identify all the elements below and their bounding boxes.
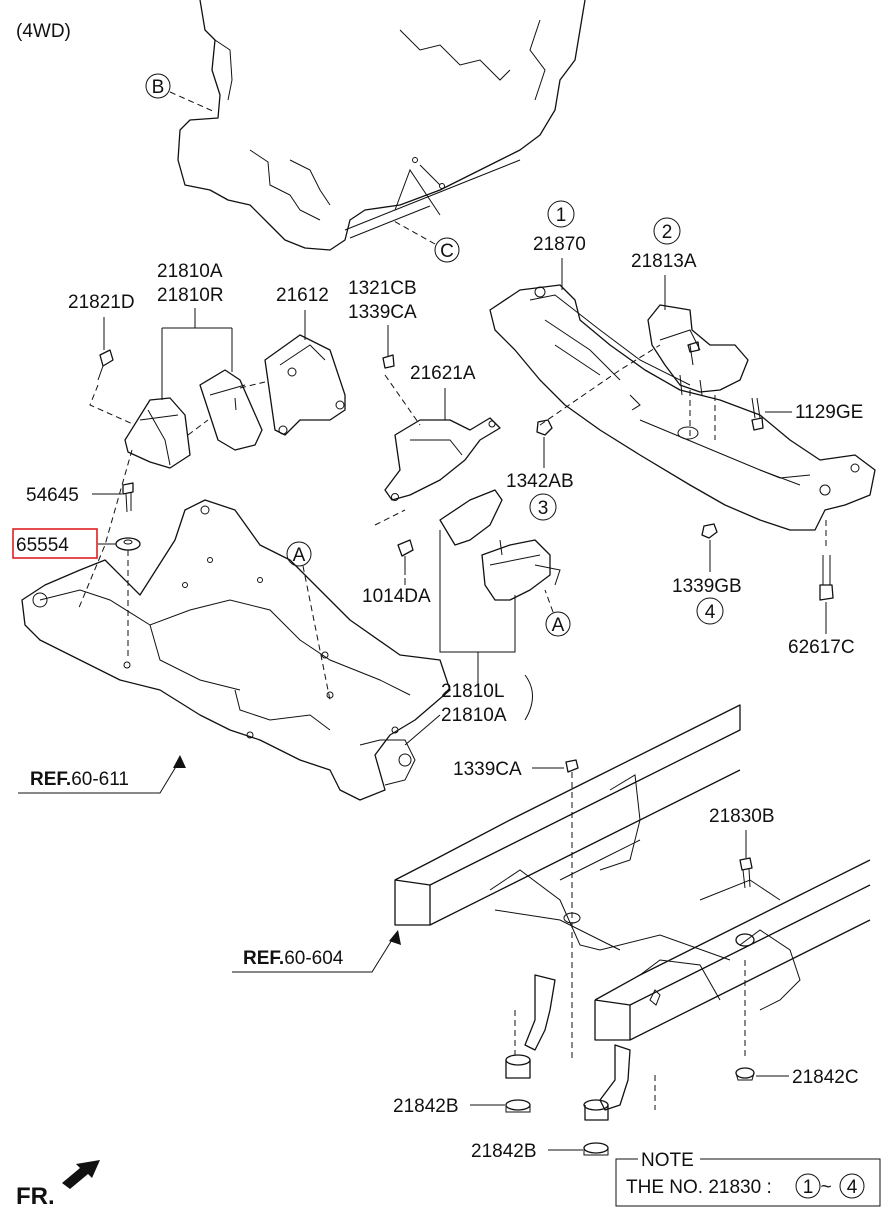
bolt-1129GE: [751, 397, 764, 431]
crossmember-21870: [489, 284, 876, 531]
svg-text:REF.60-611: REF.60-611: [30, 769, 129, 790]
ref2-prefix: REF.: [243, 948, 284, 969]
circle-2-label: 2: [662, 222, 673, 243]
bolt-1014DA: [397, 539, 414, 575]
ref-60-611: REF.60-611: [18, 755, 186, 794]
callout-a-left: A: [286, 541, 331, 701]
engine-transmission-outline: [177, 0, 586, 251]
label-21842B-2: 21842B: [471, 1141, 537, 1162]
engine-mount-left: [124, 310, 346, 469]
callout-b-label: B: [152, 77, 165, 98]
subframe-crossmember: [21, 499, 451, 801]
callout-a-center: A: [544, 589, 571, 637]
mount-insulator-21810L: [439, 489, 561, 601]
arrow-icon: [62, 1160, 100, 1189]
bolt-1339CA-bottom: [565, 759, 579, 1060]
note-box: NOTE THE NO. 21830 : 1 ~ 4: [615, 1150, 881, 1207]
bolt-21821D: [89, 349, 136, 426]
callout-c: C: [391, 219, 460, 263]
front-label: FR.: [16, 1183, 55, 1210]
label-21870: 21870: [533, 234, 586, 255]
label-21842B-1: 21842B: [393, 1096, 459, 1117]
variant-label: (4WD): [16, 21, 71, 42]
circle-3-label: 3: [538, 498, 549, 519]
label-62617C: 62617C: [788, 637, 855, 658]
mount-bracket-21621A: [374, 354, 501, 526]
bolt-54645: [122, 482, 134, 513]
note-title: NOTE: [641, 1150, 694, 1171]
nut-1339GB: [701, 523, 718, 539]
label-1014DA: 1014DA: [362, 586, 431, 607]
label-21821D: 21821D: [68, 292, 135, 313]
frame-rails: [394, 704, 871, 1041]
label-1321CB: 1321CB: [348, 278, 417, 299]
bracket-21810L: [439, 530, 516, 653]
label-21621A: 21621A: [410, 363, 476, 384]
bolt-21830B: [739, 857, 753, 889]
callout-circle-2: 2: [653, 217, 681, 245]
bushing-21842C: [735, 1067, 755, 1081]
ref2-code: 60-604: [284, 948, 344, 969]
callout-c-label: C: [440, 241, 454, 262]
front-direction-indicator: FR.: [16, 1160, 100, 1210]
circle-1-label: 1: [556, 205, 567, 226]
callout-circle-4: 4: [696, 597, 724, 625]
ref1-code: 60-611: [71, 769, 129, 790]
label-1339CA-bottom: 1339CA: [453, 759, 522, 780]
label-1342AB: 1342AB: [506, 471, 574, 492]
bushing-21842B-upper: [505, 1054, 531, 1113]
label-1339GB: 1339GB: [672, 576, 742, 597]
label-54645: 54645: [26, 485, 79, 506]
note-range-sep: ~: [820, 1177, 831, 1198]
callout-a-center-label: A: [552, 615, 565, 636]
label-21810A-bottom: 21810A: [441, 705, 507, 726]
label-1339CA-top: 1339CA: [348, 302, 417, 323]
label-21810R: 21810R: [157, 285, 224, 306]
mount-21813A: [539, 304, 749, 440]
ref-60-604: REF.60-604: [232, 930, 401, 973]
label-21612: 21612: [276, 285, 329, 306]
callout-a-left-label: A: [293, 545, 306, 566]
bolt-62617C: [819, 520, 834, 601]
ref1-prefix: REF.: [30, 769, 71, 790]
label-21810A-top: 21810A: [157, 261, 223, 282]
note-range-start: 1: [803, 1177, 814, 1198]
label-21830B: 21830B: [709, 806, 775, 827]
label-21813A: 21813A: [631, 251, 697, 272]
washer-65554: [77, 449, 141, 660]
callout-circle-1: 1: [547, 200, 575, 228]
circle-4-label: 4: [705, 602, 716, 623]
label-21810L: 21810L: [441, 681, 504, 702]
label-21842C: 21842C: [792, 1067, 859, 1088]
bushing-21842B-lower: [583, 1099, 609, 1156]
nut-1342AB: [536, 419, 553, 436]
brackets-lower: [514, 960, 746, 1111]
note-text: THE NO. 21830 :: [626, 1177, 772, 1198]
highlight-box-65554: [12, 528, 98, 559]
label-65554: 65554: [16, 535, 69, 556]
label-1129GE: 1129GE: [795, 402, 863, 423]
note-range-end: 4: [847, 1177, 858, 1198]
callout-circle-3: 3: [529, 493, 557, 521]
svg-text:REF.60-604: REF.60-604: [243, 948, 344, 969]
callout-b: B: [145, 73, 216, 113]
